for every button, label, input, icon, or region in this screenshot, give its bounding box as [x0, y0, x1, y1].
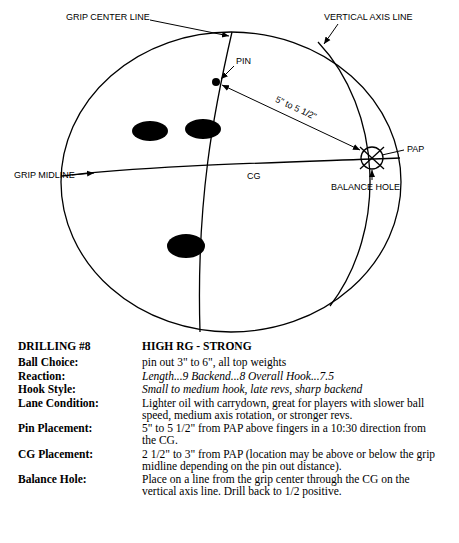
leader-line — [382, 150, 404, 155]
part-label: BALANCE HOLE — [331, 182, 400, 192]
grip-center-line — [199, 32, 232, 332]
field-name: Balance Hole: — [18, 473, 87, 485]
line-label: GRIP CENTER LINE — [66, 12, 150, 22]
leader-line — [372, 170, 373, 180]
grip-midline — [62, 158, 400, 176]
leader-line — [150, 20, 229, 36]
finger-hole — [132, 121, 168, 141]
field-value: Lighter oil with carrydown, great for pl… — [142, 397, 442, 421]
leader-line — [324, 24, 338, 44]
field-value: 5" to 5 1/2" from PAP above fingers in a… — [142, 422, 442, 446]
field-value: Length...9 Backend...8 Overall Hook...7.… — [142, 370, 442, 382]
field-value: Place on a line from the grip center thr… — [142, 473, 442, 497]
dimension-label: 5" to 5 1/2" — [272, 93, 320, 122]
leader-line — [221, 66, 234, 79]
field-name: Ball Choice: — [18, 356, 78, 368]
finger-hole — [185, 119, 221, 139]
field-name: CG Placement: — [18, 448, 93, 460]
pap-balance-hole — [360, 147, 384, 169]
section-title: DRILLING #8 — [18, 340, 91, 352]
thumb-hole — [167, 234, 205, 258]
field-name: Lane Condition: — [18, 397, 99, 409]
vertical-axis-line — [318, 42, 370, 306]
pin-dot — [212, 78, 220, 86]
field-value: pin out 3" to 6", all top weights — [142, 356, 442, 368]
line-label: GRIP MIDLINE — [14, 170, 75, 180]
ball-outline — [61, 32, 401, 332]
section-subtitle: HIGH RG - STRONG — [142, 340, 442, 352]
part-label: PIN — [236, 56, 251, 66]
field-value: 2 1/2" to 3" from PAP (location may be a… — [142, 448, 442, 472]
field-name: Pin Placement: — [18, 422, 92, 434]
pin-pap-dimension — [222, 85, 360, 150]
part-label: CG — [247, 171, 261, 181]
part-label: PAP — [407, 144, 424, 154]
field-name: Hook Style: — [18, 383, 76, 395]
field-value: Small to medium hook, late revs, sharp b… — [142, 383, 442, 395]
leader-line — [72, 173, 94, 175]
line-label: VERTICAL AXIS LINE — [324, 12, 413, 22]
field-name: Reaction: — [18, 370, 65, 382]
